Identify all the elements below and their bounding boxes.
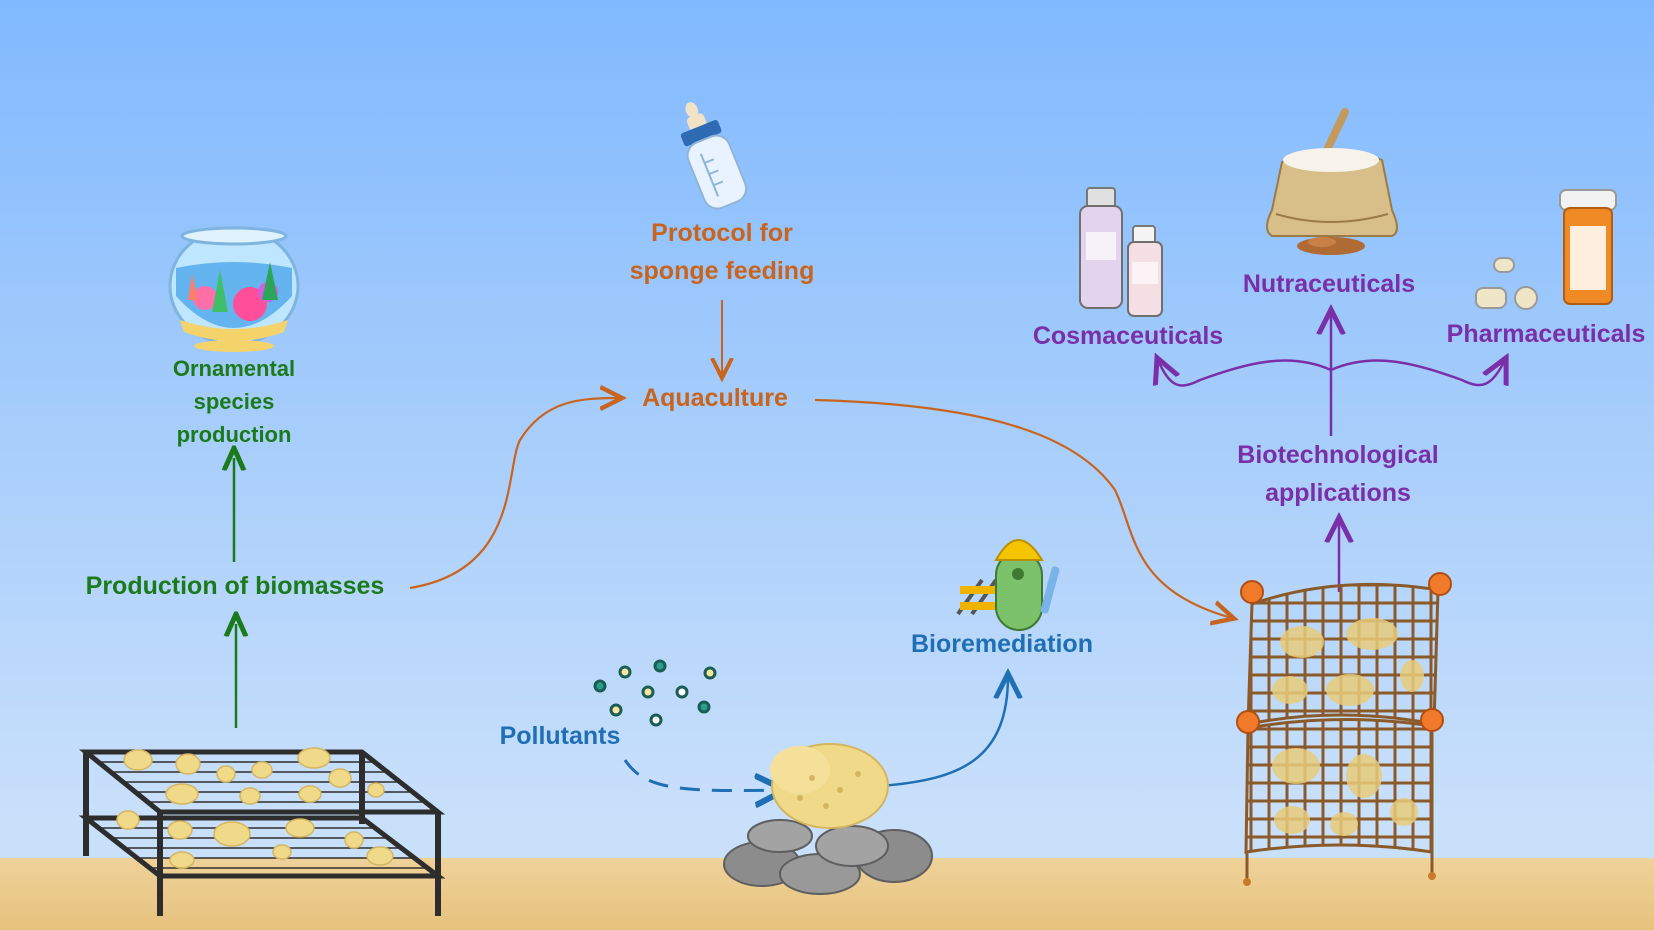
baby-bottle-icon [680,102,748,210]
pharmaceuticals-label: Pharmaceuticals [1446,320,1646,348]
lotion-bottles-icon [1079,187,1163,317]
biotech-label: Biotechnological applications [1237,441,1439,507]
aquaculture-label: Aquaculture [642,384,788,412]
pollutant-particles [593,659,717,727]
arrow-to-pharmaceuticals [1330,360,1505,387]
arrow-biomass-to-aquaculture [409,398,620,590]
bacterium-worker-icon [956,539,1060,631]
arrow-to-cosmaceuticals [1158,360,1332,387]
arrow-sponge-to-bioremediation [879,676,1008,788]
sponge-on-rocks-icon [723,743,933,895]
grain-sack-icon [1266,108,1398,255]
arrow-pollutants-to-sponge [623,759,782,791]
bioremediation-label: Bioremediation [911,630,1093,658]
ornamental-label: Ornamental species production [172,356,296,447]
fishbowl-icon [168,226,300,352]
cosmaceuticals-label: Cosmaceuticals [1032,322,1224,350]
arrow-aquaculture-to-net [814,398,1232,618]
sponge-net-icon [1236,572,1452,886]
protocol-label: Protocol for sponge feeding [629,219,815,285]
pollutants-label: Pollutants [499,722,621,750]
sponge-rack-icon [78,747,446,916]
biomass-label: Production of biomasses [85,572,385,600]
pill-bottle-icon [1475,189,1617,310]
nutraceuticals-label: Nutraceuticals [1242,270,1416,298]
